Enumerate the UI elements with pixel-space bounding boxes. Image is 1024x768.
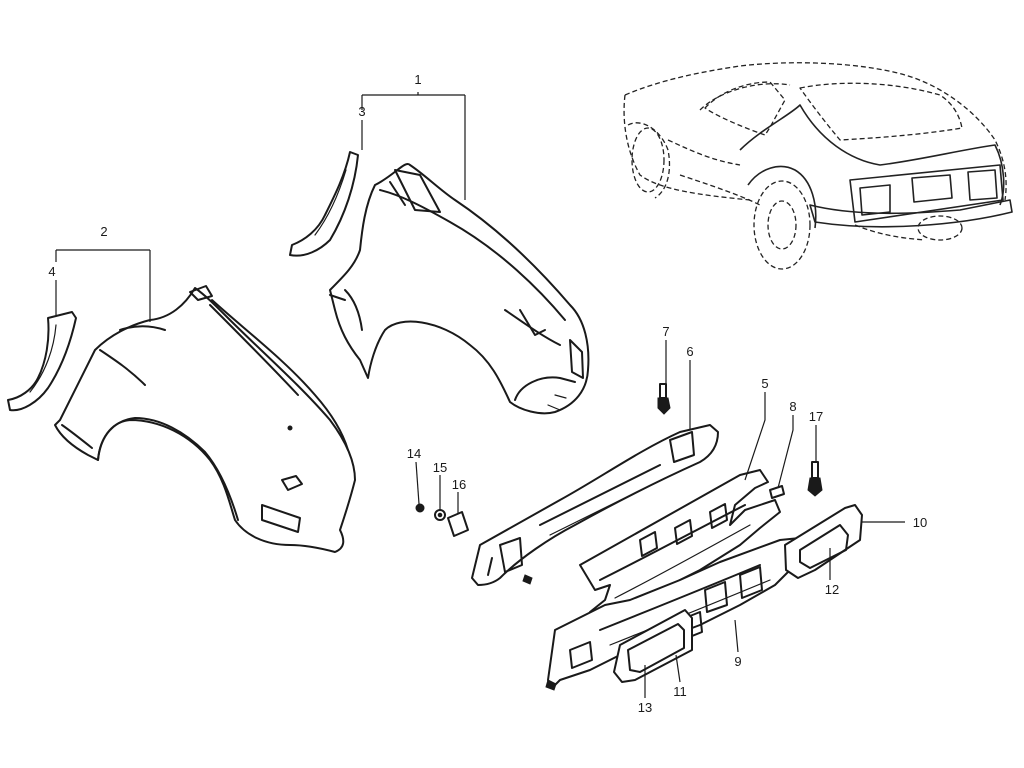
- clip-part-8: [769, 485, 785, 499]
- callout-7: 7: [662, 324, 669, 339]
- callout-1: 1: [414, 72, 421, 87]
- callout-6: 6: [686, 344, 693, 359]
- callout-11: 11: [673, 684, 687, 699]
- callout-17: 17: [809, 409, 823, 424]
- bolt-part-7: [657, 383, 671, 415]
- leader-8: [777, 415, 794, 489]
- screw-part-14: [415, 503, 425, 513]
- callout-15: 15: [433, 460, 447, 475]
- plate-part-16: [447, 511, 469, 537]
- leader-lines: [55, 92, 905, 698]
- leader-2: [55, 249, 151, 322]
- nut-part-15: [434, 509, 446, 521]
- leader-9: [734, 619, 739, 653]
- callout-13: 13: [638, 700, 652, 715]
- callout-10: 10: [913, 515, 927, 530]
- callout-5: 5: [761, 376, 768, 391]
- reference-car-illustration: [623, 62, 1013, 270]
- callout-2: 2: [100, 224, 107, 239]
- fender-strip-rh-part: [289, 151, 359, 257]
- leader-14: [415, 461, 420, 505]
- rear-panel-part: [579, 469, 781, 621]
- callout-16: 16: [452, 477, 466, 492]
- callout-3: 3: [358, 104, 365, 119]
- callout-4: 4: [48, 264, 55, 279]
- rear-fender-rh-part: [329, 163, 590, 415]
- callout-labels: 1 2 3 4 5 6 7 8 9 10 11 12 13 14 15 16 1…: [48, 72, 927, 715]
- rear-upper-panel-part: [471, 424, 719, 586]
- leader-11: [675, 654, 681, 683]
- leader-5: [744, 392, 766, 481]
- callout-8: 8: [789, 399, 796, 414]
- callout-14: 14: [407, 446, 421, 461]
- leader-1: [361, 92, 466, 200]
- bolt-part-17: [807, 461, 823, 497]
- callout-12: 12: [825, 582, 839, 597]
- rear-fender-lh-part: [54, 285, 356, 553]
- fender-strip-lh-part: [7, 311, 77, 412]
- right-finisher-part: [784, 504, 863, 579]
- callout-9: 9: [734, 654, 741, 669]
- left-finisher-part: [613, 609, 693, 683]
